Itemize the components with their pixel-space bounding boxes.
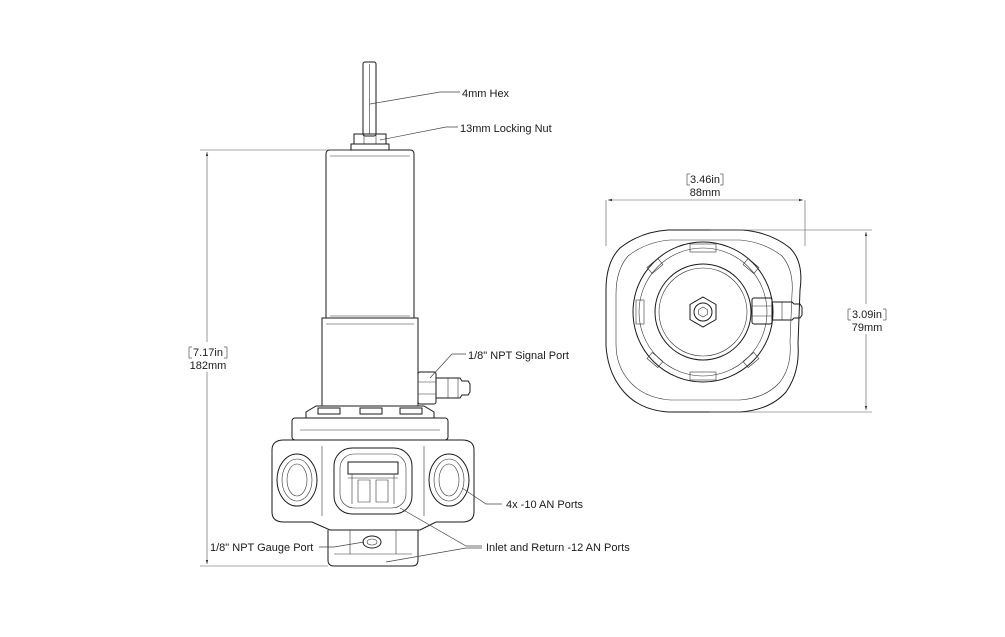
gauge-port [362,535,382,549]
top-view-outline [605,229,802,413]
cap-top [632,241,774,383]
callout-gauge-port-label: 1/8" NPT Gauge Port [210,542,313,554]
regulator-sleeve [321,317,419,407]
width-dim-inches: 3.46in [690,174,720,186]
return-boss [327,530,419,567]
callout-hex-label: 4mm Hex [462,88,510,100]
callout-signal-port: 1/8" NPT Signal Port [429,350,569,379]
callout-hex: 4mm Hex [369,88,510,105]
height-dim-inches: 7.17in [193,347,223,359]
adjustment-screw [362,61,377,137]
regulator-cap [325,149,415,319]
diaphragm-flange [291,405,449,441]
an10-port-left [276,453,318,507]
depth-dim-inches: 3.09in [852,309,882,321]
an10-port-right [428,453,470,507]
height-dim-mm: 182mm [190,360,227,372]
side-view [271,61,475,567]
callout-an10-ports: 4x -10 AN Ports [461,487,584,511]
top-view-nut [689,296,717,328]
depth-dimension: 3.09in 79mm [710,229,887,413]
regulator-body [271,439,475,531]
callout-an10-ports-label: 4x -10 AN Ports [506,499,584,511]
depth-dim-mm: 79mm [852,322,883,334]
callout-an12-ports-label: Inlet and Return -12 AN Ports [486,542,630,554]
top-view [605,229,803,413]
height-dimension [200,149,350,567]
callout-nut: 13mm Locking Nut [379,123,552,141]
locking-nut [350,133,390,151]
callout-gauge-port: 1/8" NPT Gauge Port [210,541,365,554]
callout-signal-port-label: 1/8" NPT Signal Port [468,350,569,362]
top-view-signal-port [751,297,803,325]
an12-port-center [333,447,413,515]
callout-an12-ports: Inlet and Return -12 AN Ports [385,507,630,563]
signal-port-fitting [417,371,471,405]
width-dimension: 3.46in 88mm [605,173,806,246]
callout-nut-label: 13mm Locking Nut [460,123,552,135]
width-dim-mm: 88mm [690,187,721,199]
height-dim-inches-label: 7.17in [188,346,228,359]
